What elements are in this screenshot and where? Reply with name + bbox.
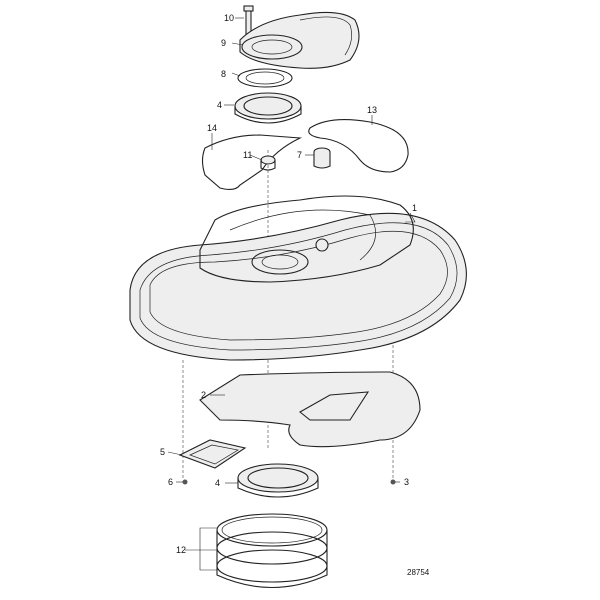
callout-5: 5 — [160, 447, 165, 457]
sleeve-part-8 — [313, 147, 331, 169]
seal-part-4-bottom — [237, 463, 319, 498]
housing-part-1 — [129, 195, 467, 361]
gasket-part-13 — [308, 119, 409, 173]
callout-2: 2 — [201, 390, 206, 400]
callout-11: 9 — [221, 38, 226, 48]
ring-part-10 — [237, 68, 293, 88]
callout-10: 8 — [221, 69, 226, 79]
plug-part-9 — [260, 155, 276, 171]
screw-part-3 — [390, 479, 396, 485]
gasket-part-14 — [201, 134, 303, 191]
seal-part-4-top — [234, 92, 302, 124]
leader-lines — [167, 17, 416, 571]
callout-9: 11 — [243, 150, 252, 160]
cover-part-11 — [239, 11, 360, 69]
rings-part-7 — [216, 513, 328, 588]
callout-13: 13 — [367, 105, 377, 115]
callout-6: 6 — [168, 477, 173, 487]
filter-part-5 — [178, 439, 247, 469]
callout-4-top: 4 — [217, 100, 222, 110]
callout-12: 10 — [224, 13, 234, 23]
drawing-number: 28754 — [407, 568, 430, 577]
callout-8: 7 — [297, 150, 302, 160]
callout-3: 3 — [404, 477, 409, 487]
callout-1: 1 — [412, 203, 417, 213]
callout-14: 14 — [207, 123, 217, 133]
plate-part-2 — [199, 371, 421, 448]
callout-7: 12 — [176, 545, 186, 555]
callout-4-bottom: 4 — [215, 478, 220, 488]
screw-part-6 — [182, 479, 188, 485]
